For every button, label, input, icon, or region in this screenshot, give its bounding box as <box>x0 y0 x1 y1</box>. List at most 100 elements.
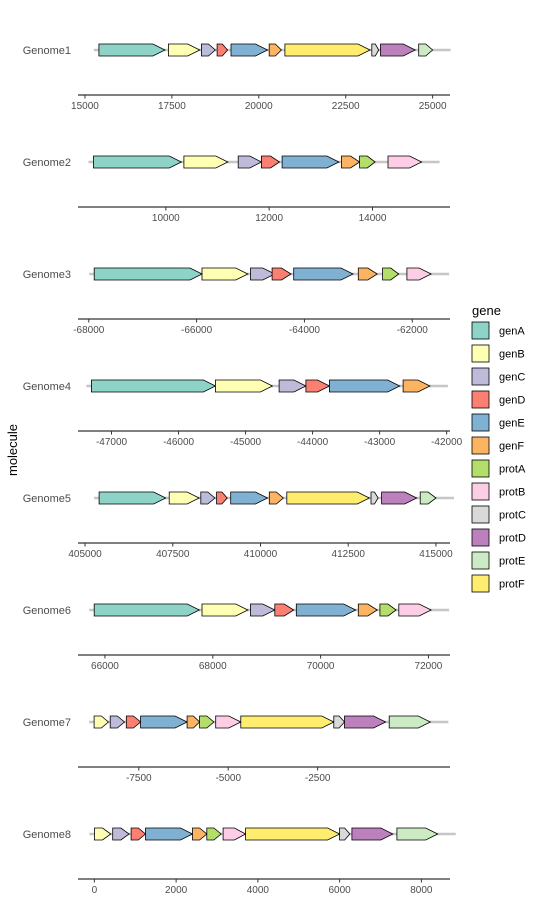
gene-arrow-genD <box>216 43 229 57</box>
x-tick-label: 405000 <box>68 549 102 560</box>
molecule-label: Genome7 <box>23 717 71 729</box>
gene-arrow-protE <box>419 491 437 505</box>
x-tick-label: -46000 <box>163 437 195 448</box>
gene-arrow-protC <box>370 491 379 505</box>
x-tick-label: 10000 <box>152 213 180 224</box>
x-tick-label: -42000 <box>431 437 463 448</box>
x-tick-label: 72000 <box>415 661 443 672</box>
x-tick-label: 0 <box>92 885 98 896</box>
gene-arrow-genB <box>201 603 249 617</box>
gene-arrow-genB <box>214 379 274 393</box>
legend: gene genAgenBgenCgenDgenEgenFprotAprotBp… <box>471 303 526 593</box>
gene-arrow-genA <box>98 43 166 57</box>
legend-item-genD: genD <box>471 390 525 409</box>
gene-arrow-genC <box>278 379 307 393</box>
gene-arrow-genD <box>305 379 331 393</box>
gene-arrow-genF <box>192 827 208 841</box>
legend-swatch <box>471 528 490 547</box>
gene-arrow-genC <box>109 715 126 729</box>
gene-arrow-genD <box>216 491 228 505</box>
legend-item-protB: protB <box>471 482 525 501</box>
gene-arrow-protB <box>215 715 242 729</box>
molecule-label: Genome5 <box>23 493 71 505</box>
y-axis-label: molecule <box>5 424 20 476</box>
legend-label: protF <box>499 579 525 591</box>
x-tick-label: 68000 <box>199 661 227 672</box>
gene-arrow-genF <box>402 379 431 393</box>
x-tick-label: 25000 <box>419 101 447 112</box>
gene-arrow-genB <box>183 155 229 169</box>
x-tick-label: 8000 <box>410 885 433 896</box>
gene-arrow-genC <box>250 267 276 281</box>
molecule-label: Genome4 <box>23 381 71 393</box>
gene-arrow-genD <box>260 155 281 169</box>
gene-arrow-genF <box>357 603 378 617</box>
gene-arrow-genE <box>293 267 354 281</box>
gene-arrow-protA <box>379 603 397 617</box>
molecule-label: Genome6 <box>23 605 71 617</box>
gene-arrow-genB <box>93 715 110 729</box>
gene-arrow-genE <box>328 379 401 393</box>
legend-item-genB: genB <box>471 344 525 363</box>
legend-swatch <box>471 459 490 478</box>
x-tick-label: -44000 <box>297 437 329 448</box>
gene-arrow-genC <box>200 43 216 57</box>
legend-label: protE <box>499 556 525 568</box>
x-tick-label: 415000 <box>419 549 453 560</box>
legend-label: protB <box>499 487 525 499</box>
gene-arrow-genA <box>91 379 217 393</box>
gene-arrow-protD <box>381 491 418 505</box>
molecule-label: Genome2 <box>23 157 71 169</box>
gene-arrow-genC <box>250 603 276 617</box>
gene-arrow-protD <box>351 827 394 841</box>
gene-arrow-protD <box>344 715 387 729</box>
legend-swatch <box>471 482 490 501</box>
gene-arrow-protF <box>284 43 371 57</box>
genome-panel-4: Genome4-47000-46000-45000-44000-43000-42… <box>23 379 463 448</box>
legend-label: protC <box>499 510 526 522</box>
gene-arrow-genD <box>274 603 295 617</box>
legend-item-protC: protC <box>471 505 526 524</box>
gene-arrow-genF <box>268 491 284 505</box>
legend-label: protA <box>499 464 526 476</box>
gene-arrow-genD <box>130 827 147 841</box>
gene-arrow-genC <box>112 827 130 841</box>
legend-item-protA: protA <box>471 459 526 478</box>
gene-arrow-genF <box>268 43 282 57</box>
gene-arrow-genB <box>167 43 201 57</box>
gene-arrow-protB <box>222 827 247 841</box>
legend-label: genB <box>499 349 525 361</box>
legend-swatch <box>471 390 490 409</box>
x-tick-label: -68000 <box>73 325 105 336</box>
molecule-label: Genome3 <box>23 269 71 281</box>
legend-label: genC <box>499 372 525 384</box>
gene-arrow-genE <box>145 827 194 841</box>
x-tick-label: 12000 <box>255 213 283 224</box>
legend-item-protE: protE <box>471 551 525 570</box>
gene-arrow-genE <box>281 155 340 169</box>
gene-arrow-genA <box>98 491 167 505</box>
x-tick-label: -66000 <box>181 325 213 336</box>
x-tick-label: 20000 <box>245 101 273 112</box>
legend-item-genC: genC <box>471 367 525 386</box>
legend-item-protF: protF <box>471 574 525 593</box>
gene-arrow-genF <box>341 155 361 169</box>
x-tick-label: 2000 <box>165 885 188 896</box>
genome-panel-3: Genome3-68000-66000-64000-62000 <box>23 267 450 336</box>
gene-arrow-protA <box>359 155 376 169</box>
x-tick-label: 22500 <box>332 101 360 112</box>
legend-label: genF <box>499 441 524 453</box>
gene-arrow-protA <box>199 715 215 729</box>
x-tick-label: -45000 <box>230 437 262 448</box>
x-tick-label: 70000 <box>307 661 335 672</box>
gene-arrow-protC <box>339 827 351 841</box>
legend-swatch <box>471 505 490 524</box>
x-tick-label: -5000 <box>215 773 241 784</box>
gene-arrow-protA <box>206 827 222 841</box>
x-tick-label: -64000 <box>289 325 321 336</box>
